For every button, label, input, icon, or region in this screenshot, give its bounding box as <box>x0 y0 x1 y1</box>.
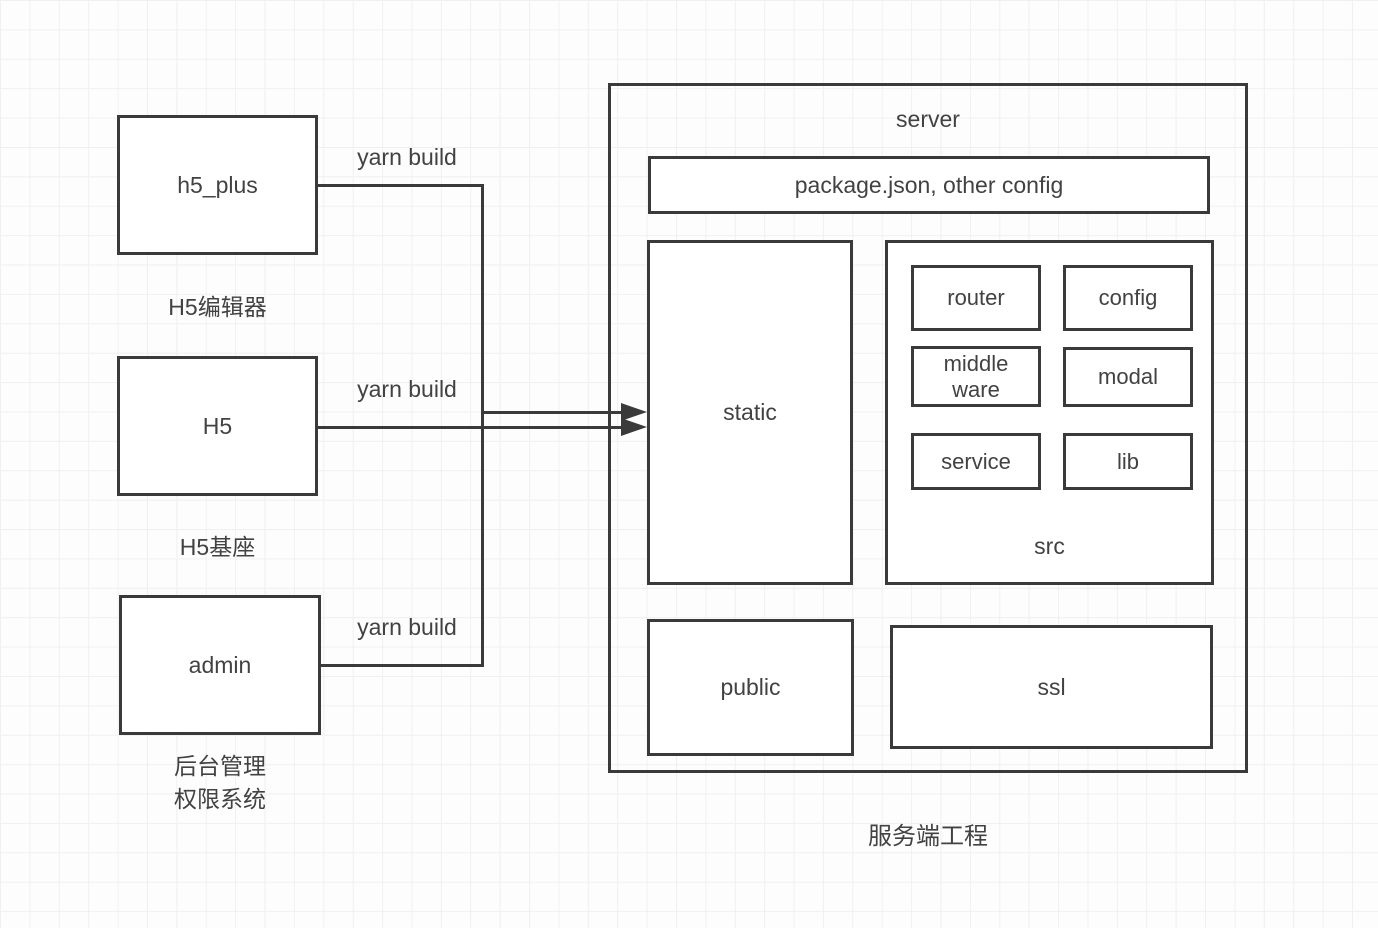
container-src: router config middle ware modal service … <box>885 240 1214 585</box>
caption-server-project: 服务端工程 <box>868 823 988 850</box>
node-admin-label: admin <box>188 651 252 678</box>
node-middleware: middle ware <box>911 346 1041 407</box>
connector-h5plus-horizontal <box>318 184 484 187</box>
container-server: server <box>608 83 1248 773</box>
node-static: static <box>647 240 853 585</box>
node-modal: modal <box>1063 347 1193 407</box>
connector-vertical-trunk <box>481 184 484 667</box>
arrow-head-icon <box>621 403 647 421</box>
node-h5-plus-label: h5_plus <box>177 171 258 198</box>
node-public: public <box>647 619 854 756</box>
node-service: service <box>911 433 1041 490</box>
src-label: src <box>1034 533 1065 559</box>
static-label: static <box>723 399 777 425</box>
edge-label-yarn-build-1: yarn build <box>357 144 457 170</box>
connector-admin-horizontal <box>321 664 484 667</box>
connector-merged-arrow-shaft <box>481 411 625 414</box>
caption-h5: H5基座 <box>179 534 256 560</box>
node-router: router <box>911 265 1041 331</box>
node-ssl: ssl <box>890 625 1213 749</box>
public-label: public <box>720 674 781 700</box>
edge-label-yarn-build-2: yarn build <box>357 376 457 402</box>
node-h5-label: H5 <box>202 412 233 439</box>
node-admin: admin <box>119 595 321 735</box>
node-package-config: package.json, other config <box>648 156 1210 214</box>
caption-h5-plus: H5编辑器 <box>168 294 267 320</box>
ssl-label: ssl <box>1037 673 1066 700</box>
node-config: config <box>1063 265 1193 331</box>
caption-admin: 后台管理 权限系统 <box>174 753 266 812</box>
package-config-label: package.json, other config <box>794 171 1064 198</box>
node-h5-plus: h5_plus <box>117 115 318 255</box>
edge-label-yarn-build-3: yarn build <box>357 614 457 640</box>
connector-h5-arrow-shaft <box>318 426 625 429</box>
arrow-head-icon <box>621 418 647 436</box>
node-lib: lib <box>1063 433 1193 490</box>
node-h5: H5 <box>117 356 318 496</box>
server-title: server <box>896 106 960 132</box>
